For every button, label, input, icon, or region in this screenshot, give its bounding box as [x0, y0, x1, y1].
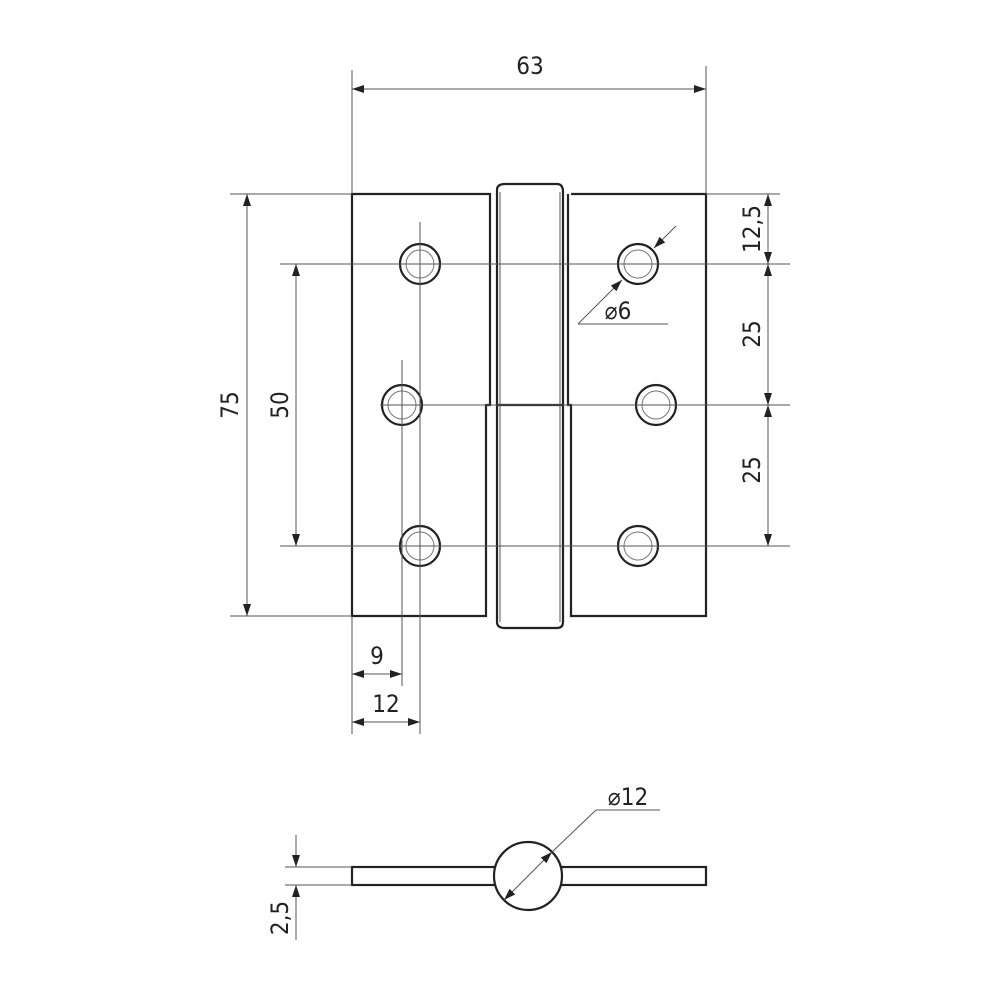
dim-overall-width: 63 — [516, 52, 543, 80]
dim-edge-offset-a: 9 — [370, 642, 384, 670]
dim-plate-thickness: 2,5 — [266, 901, 294, 935]
upper-knuckle — [495, 182, 565, 405]
dim-hole-diameter: ⌀6 — [605, 297, 632, 325]
dim-spacing-lower: 25 — [738, 456, 766, 483]
hinge-side-view: ⌀12 2,5 — [266, 783, 708, 940]
dim-edge-offset-b: 12 — [372, 690, 399, 718]
lower-knuckle — [495, 403, 565, 630]
dim-knuckle-diameter: ⌀12 — [608, 783, 648, 811]
dim-top-offset: 12,5 — [738, 205, 766, 253]
extension-lines — [230, 66, 790, 734]
dim-spacing-upper: 25 — [738, 320, 766, 347]
hinge-front-view — [350, 182, 708, 630]
dimension-lines — [243, 85, 772, 726]
dim-hole-spacing-outer: 50 — [266, 391, 294, 418]
dim-overall-height: 75 — [216, 391, 244, 418]
